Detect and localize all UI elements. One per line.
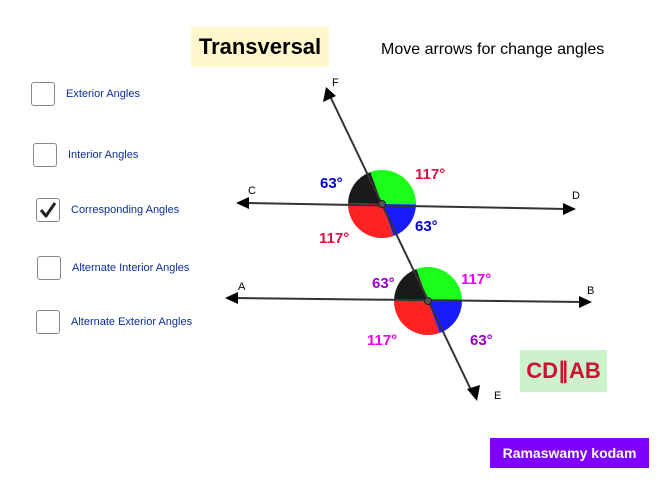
exterior-angles-option[interactable]: Exterior Angles: [31, 82, 140, 106]
upper-angle-top-right: [370, 169, 417, 205]
instruction-text: Move arrows for change angles: [381, 41, 605, 58]
line-cd: [244, 202, 568, 210]
lower-angle-bottom-right-label: 63°: [470, 332, 493, 349]
arrow-f-handle[interactable]: [323, 87, 336, 102]
alternate-interior-angles-option[interactable]: Alternate Interior Angles: [37, 256, 189, 280]
lower-intersection-point: [424, 297, 432, 305]
corresponding-angles-label: Corresponding Angles: [71, 204, 180, 216]
lower-angle-top-right-label: 117°: [461, 271, 491, 288]
upper-angle-bottom-right: [382, 204, 416, 236]
arrow-c-handle[interactable]: [236, 197, 249, 209]
lower-angle-bottom-left-label: 117°: [367, 332, 397, 349]
alternate-exterior-angles-option[interactable]: Alternate Exterior Angles: [36, 310, 192, 334]
alternate-interior-angles-label: Alternate Interior Angles: [72, 262, 190, 274]
arrow-e-handle[interactable]: [467, 385, 480, 401]
upper-angle-bottom-left-label: 117°: [319, 230, 349, 247]
parallel-line-cd: CD: [526, 358, 558, 383]
point-label-b: B: [587, 285, 594, 297]
title-text: Transversal: [198, 34, 322, 59]
upper-angle-top-right-label: 117°: [415, 166, 445, 183]
parallel-symbol: ∥: [558, 358, 569, 383]
lower-angle-bottom-left: [393, 300, 440, 336]
exterior-angles-label: Exterior Angles: [66, 88, 140, 100]
upper-angle-bottom-left: [347, 203, 394, 239]
lower-angle-top-right: [416, 266, 463, 302]
lower-angle-top-left: [394, 269, 428, 301]
interior-angles-label: Interior Angles: [68, 149, 139, 161]
lower-angle-bottom-right: [428, 301, 462, 333]
upper-intersection-point: [378, 200, 386, 208]
author-button[interactable]: Ramaswamy kodam: [490, 438, 649, 468]
point-label-c: C: [248, 185, 256, 197]
point-label-a: A: [238, 281, 246, 293]
transversal-ef: [329, 95, 473, 393]
upper-angle-bottom-right-label: 63°: [415, 218, 438, 235]
corresponding-angles-checkbox[interactable]: [36, 198, 60, 222]
arrow-b-handle[interactable]: [579, 296, 592, 308]
title-box: Transversal: [191, 27, 329, 67]
checkmark-icon: [39, 202, 57, 218]
line-ab: [233, 297, 584, 303]
point-label-e: E: [494, 390, 501, 402]
interior-angles-option[interactable]: Interior Angles: [33, 143, 138, 167]
arrow-a-handle[interactable]: [225, 292, 238, 304]
exterior-angles-checkbox[interactable]: [31, 82, 55, 106]
corresponding-angles-option[interactable]: Corresponding Angles: [36, 198, 179, 222]
alternate-exterior-angles-checkbox[interactable]: [36, 310, 60, 334]
alternate-interior-angles-checkbox[interactable]: [37, 256, 61, 280]
author-name: Ramaswamy kodam: [502, 445, 637, 461]
arrow-d-handle[interactable]: [563, 203, 576, 215]
interior-angles-checkbox[interactable]: [33, 143, 57, 167]
parallel-line-ab: AB: [569, 358, 601, 383]
upper-angle-top-left-label: 63°: [320, 175, 343, 192]
alternate-exterior-angles-label: Alternate Exterior Angles: [71, 316, 193, 328]
lower-angle-top-left-label: 63°: [372, 275, 395, 292]
parallel-statement-box: CD∥AB: [520, 350, 607, 392]
point-label-f: F: [332, 77, 339, 89]
point-label-d: D: [572, 190, 580, 202]
upper-angle-top-left: [348, 172, 382, 204]
